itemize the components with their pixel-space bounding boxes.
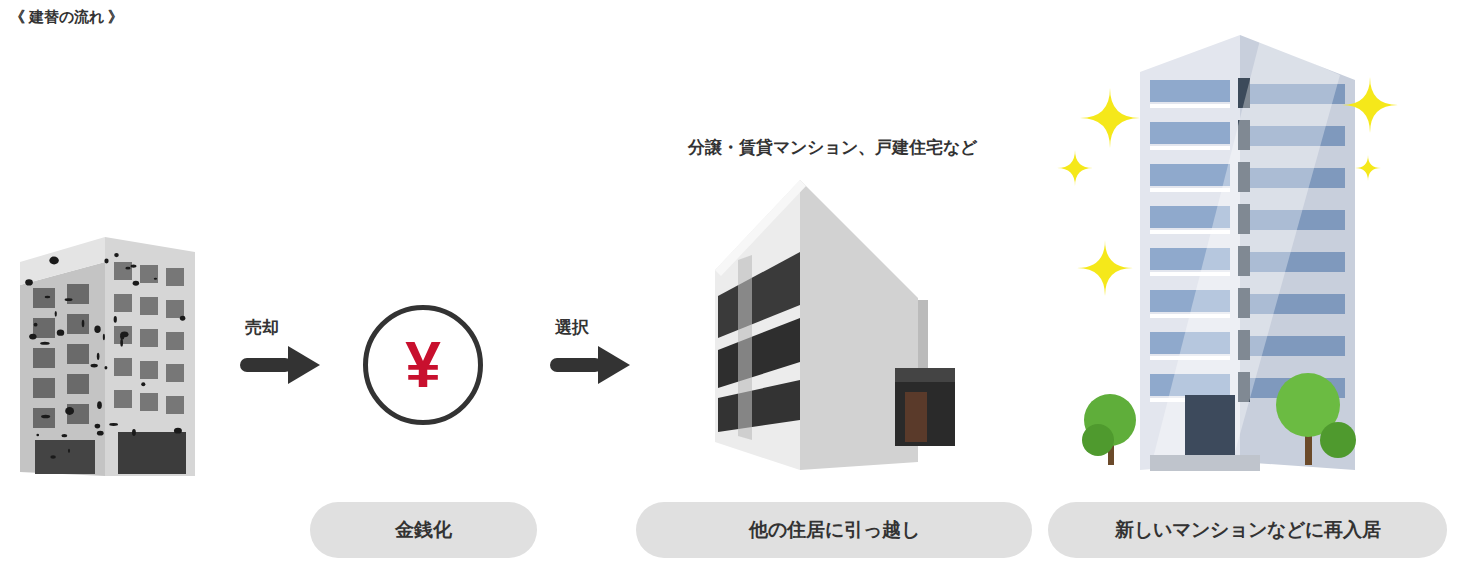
yen-symbol: ¥	[405, 328, 441, 402]
title: 《 建替の流れ 》	[10, 8, 123, 27]
caption-label: 分譲・賃貸マンション、戸建住宅など	[688, 136, 977, 159]
apartment-building	[715, 180, 955, 470]
step-pill: 金銭化	[310, 502, 537, 558]
step-pill: 他の住居に引っ越し	[636, 502, 1032, 558]
step-label: 他の住居に引っ越し	[749, 517, 920, 543]
arrow-label: 売却	[245, 316, 279, 339]
step-label: 金銭化	[395, 517, 452, 543]
new-tower	[1057, 35, 1398, 471]
arrow-label: 選択	[555, 316, 589, 339]
step-pill: 新しいマンションなどに再入居	[1048, 502, 1447, 558]
old-building	[20, 237, 195, 476]
yen-circle: ¥	[363, 305, 483, 425]
step-label: 新しいマンションなどに再入居	[1115, 517, 1381, 543]
tree	[1082, 373, 1356, 465]
